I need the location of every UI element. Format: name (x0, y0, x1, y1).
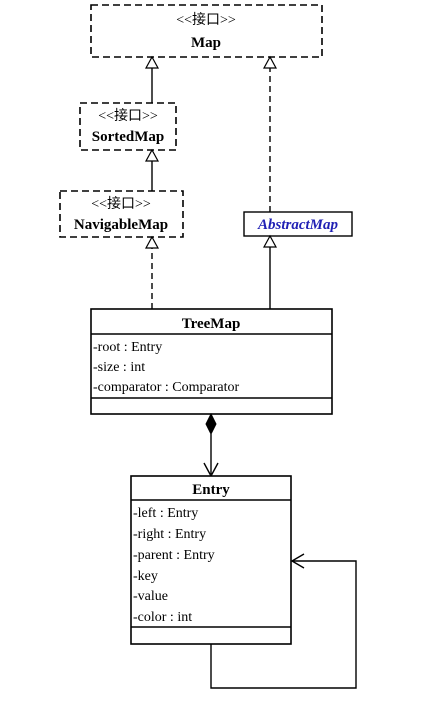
sorted-map-name: SortedMap (92, 129, 165, 145)
entry-attribute: -parent : Entry (133, 548, 215, 563)
tree-map-attribute: -size : int (93, 360, 145, 375)
entry-class: Entry -left : Entry -right : Entry -pare… (130, 475, 292, 645)
tree-map-composes-entry-arrow (203, 412, 219, 478)
tree-map-name: TreeMap (182, 316, 241, 332)
abstract-map-implements-map-arrow (262, 55, 278, 212)
map-stereotype: <<接口>> (176, 11, 236, 28)
entry-attribute: -value (133, 589, 168, 604)
map-name: Map (191, 35, 221, 51)
abstract-map-class: AbstractMap (243, 211, 353, 237)
navigable-map-extends-sorted-map-arrow (144, 148, 160, 191)
entry-self-association-arrow (210, 553, 357, 689)
navigable-map-interface: <<接口>> NavigableMap (59, 190, 184, 238)
entry-attribute: -key (133, 569, 158, 584)
sorted-map-stereotype: <<接口>> (98, 107, 158, 124)
tree-map-implements-navigable-map-arrow (144, 235, 160, 309)
navigable-map-name: NavigableMap (74, 217, 168, 233)
entry-name: Entry (192, 482, 230, 498)
entry-attribute: -color : int (133, 610, 192, 625)
tree-map-attribute: -root : Entry (93, 340, 162, 355)
tree-map-class: TreeMap -root : Entry -size : int -compa… (90, 308, 333, 415)
abstract-map-name: AbstractMap (257, 217, 339, 233)
tree-map-attribute: -comparator : Comparator (93, 380, 240, 395)
navigable-map-stereotype: <<接口>> (91, 195, 151, 212)
map-interface: <<接口>> Map (90, 4, 323, 58)
tree-map-extends-abstract-map-arrow (262, 234, 278, 309)
entry-attribute: -left : Entry (133, 506, 198, 521)
entry-attribute: -right : Entry (133, 527, 206, 542)
sorted-map-extends-map-arrow (144, 55, 160, 103)
sorted-map-interface: <<接口>> SortedMap (79, 102, 177, 151)
